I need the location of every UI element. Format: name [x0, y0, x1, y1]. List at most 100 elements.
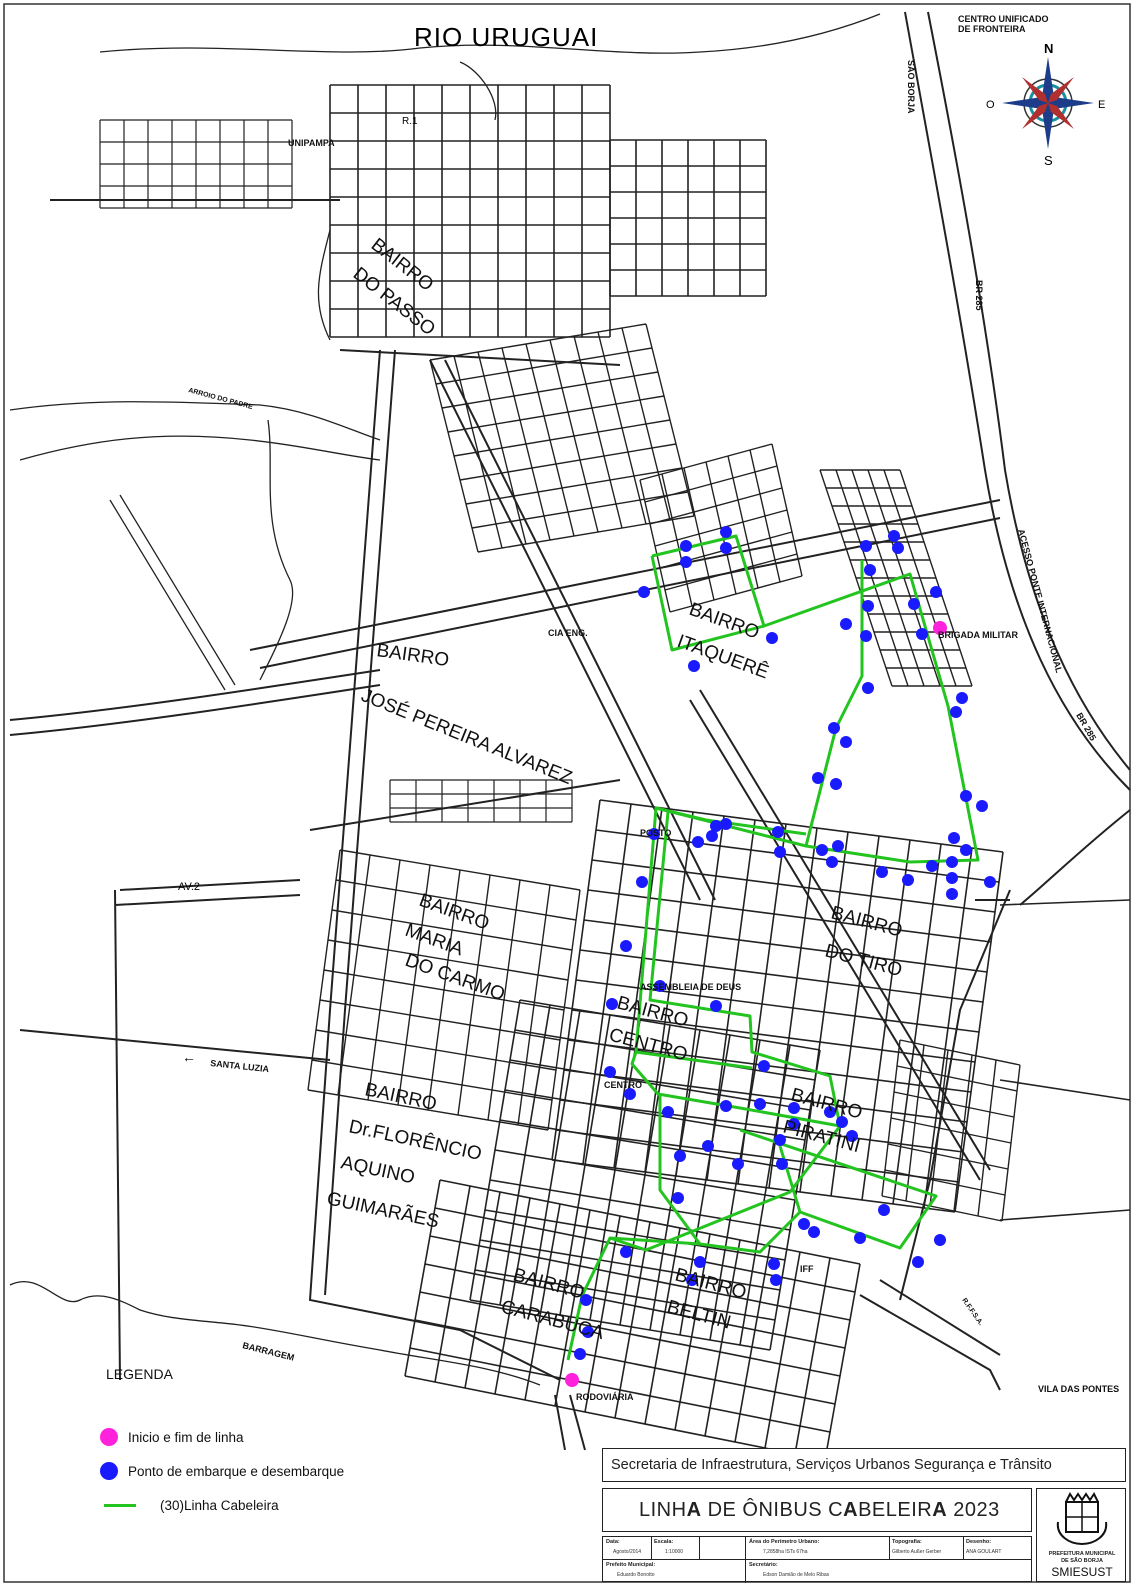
bus-stop-marker: [620, 940, 632, 952]
br285-label-a: BR 285: [974, 280, 984, 311]
bus-stop-marker: [984, 876, 996, 888]
escala-label: Escala:: [654, 1539, 674, 1545]
bus-stop-marker: [772, 826, 784, 838]
av2-label: AV.2: [178, 881, 200, 893]
bus-stop-marker: [686, 1274, 698, 1286]
bus-route-line: [566, 534, 980, 1361]
bairro-centro-2: CENTRO: [607, 1025, 690, 1066]
bairro-florencio-4: GUIMARÃES: [325, 1187, 441, 1232]
bus-stop-marker: [956, 692, 968, 704]
bus-stop-marker: [680, 556, 692, 568]
bus-stop-marker: [774, 846, 786, 858]
legend-item-stop: Ponto de embarque e desembarque: [100, 1462, 344, 1480]
bus-stop-marker: [878, 1204, 890, 1216]
bus-stop-marker: [830, 778, 842, 790]
highway-lines: [9, 11, 1131, 1451]
data-value: Agosto/2014: [613, 1549, 642, 1555]
bus-stop-marker: [960, 844, 972, 856]
crest-box: PREFEITURA MUNICIPAL DE SÃO BORJA SMIESU…: [1036, 1488, 1126, 1582]
bus-stop-marker: [788, 1118, 800, 1130]
de-fronteira-label: DE FRONTEIRA: [958, 24, 1026, 34]
title-part-6: A: [932, 1499, 948, 1521]
bus-stop-marker: [766, 632, 778, 644]
unipampa-label: UNIPAMPA: [288, 138, 335, 148]
bus-stop-marker: [946, 856, 958, 868]
bus-stop-marker: [912, 1256, 924, 1268]
bairro-jose-2: JOSÉ PEREIRA ALVAREZ: [358, 685, 575, 789]
bus-stop-marker: [862, 600, 874, 612]
bus-stop-marker: [662, 1106, 674, 1118]
bus-stop-marker: [754, 1098, 766, 1110]
bus-stop-marker: [902, 874, 914, 886]
vila-pontes-label: VILA DAS PONTES: [1038, 1384, 1119, 1394]
route-swatch-icon: [104, 1504, 136, 1507]
bus-stop-marker: [774, 1134, 786, 1146]
compass-s: S: [1044, 153, 1053, 168]
bus-stop-marker: [946, 872, 958, 884]
bus-stop-marker: [960, 790, 972, 802]
bus-stop-marker: [798, 1218, 810, 1230]
bus-stop-marker: [710, 1000, 722, 1012]
posto-label: POSTO: [640, 828, 671, 838]
crest-caption-1: PREFEITURA MUNICIPAL: [1048, 1551, 1116, 1557]
secretario-value: Edson Damião de Melo Ribas: [763, 1572, 830, 1578]
bus-stop-markers: [574, 526, 996, 1360]
bus-stop-marker: [648, 828, 660, 840]
bus-stop-marker: [688, 660, 700, 672]
desenho-value: ANA GOULART: [966, 1549, 1002, 1555]
bus-stop-marker: [582, 1326, 594, 1338]
bus-stop-marker: [864, 564, 876, 576]
bus-stop-marker: [948, 832, 960, 844]
bus-stop-marker: [840, 736, 852, 748]
bus-stop-marker: [934, 1234, 946, 1246]
legend-title: LEGENDA: [106, 1366, 173, 1382]
santa-luzia-arrow: ←: [182, 1049, 196, 1065]
area-label: Área do Perímetro Urbano:: [749, 1539, 820, 1545]
bus-stop-marker: [758, 1060, 770, 1072]
bus-stop-marker: [976, 800, 988, 812]
bus-stop-marker: [854, 1232, 866, 1244]
terminal-swatch-icon: [100, 1428, 118, 1446]
bus-stop-marker: [768, 1258, 780, 1270]
bus-stop-marker: [816, 844, 828, 856]
bus-stop-marker: [692, 836, 704, 848]
river-and-creeks: [9, 13, 881, 1386]
topografia-label: Topografia:: [892, 1539, 922, 1545]
title-part-5: BELEIR: [858, 1499, 933, 1521]
bairro-florencio-3: AQUINO: [339, 1152, 417, 1188]
assembleia-label: ASSEMBLEIA DE DEUS: [640, 982, 741, 992]
bus-stop-marker: [840, 618, 852, 630]
desenho-label: Desenho:: [966, 1539, 992, 1545]
brigada-label: BRIGADA MILITAR: [938, 630, 1018, 640]
department-text: Secretaria de Infraestrutura, Serviços U…: [611, 1457, 1052, 1473]
bus-stop-marker: [930, 586, 942, 598]
legend-label-route: (30)Linha Cabeleira: [160, 1498, 279, 1513]
bus-stop-marker: [888, 530, 900, 542]
title-part-7: 2023: [947, 1499, 1000, 1521]
topografia-value: Gilberto Außer Gerber: [892, 1549, 942, 1555]
bus-stop-marker: [732, 1158, 744, 1170]
bus-stop-marker: [832, 840, 844, 852]
bus-stop-marker: [946, 888, 958, 900]
compass-rose: N S E O: [986, 41, 1105, 168]
santa-luzia-label: SANTA LUZIA: [210, 1058, 270, 1074]
bus-stop-marker: [808, 1226, 820, 1238]
bus-stop-marker: [828, 722, 840, 734]
r1-label: R.1: [402, 116, 418, 127]
rodoviaria-label: RODOVIÁRIA: [576, 1392, 634, 1402]
bus-stop-marker: [812, 772, 824, 784]
bus-stop-marker: [720, 526, 732, 538]
bus-stop-marker: [654, 980, 666, 992]
bairro-jose-1: BAIRRO: [375, 640, 450, 671]
bus-stop-marker: [770, 1274, 782, 1286]
bus-stop-marker: [606, 998, 618, 1010]
title-box: LINHA DE ÔNIBUS CABELEIRA 2023: [602, 1488, 1032, 1532]
secretario-label: Secretário:: [749, 1562, 778, 1568]
city-crest-icon: [1056, 1492, 1108, 1546]
bus-stop-marker: [860, 630, 872, 642]
acesso-ponte-label: ACESSO PONTE INTERNACIONAL: [1016, 528, 1064, 675]
bus-stop-marker: [720, 542, 732, 554]
legend-label-terminal: Inicio e fim de linha: [128, 1429, 244, 1445]
bus-stop-marker: [638, 586, 650, 598]
